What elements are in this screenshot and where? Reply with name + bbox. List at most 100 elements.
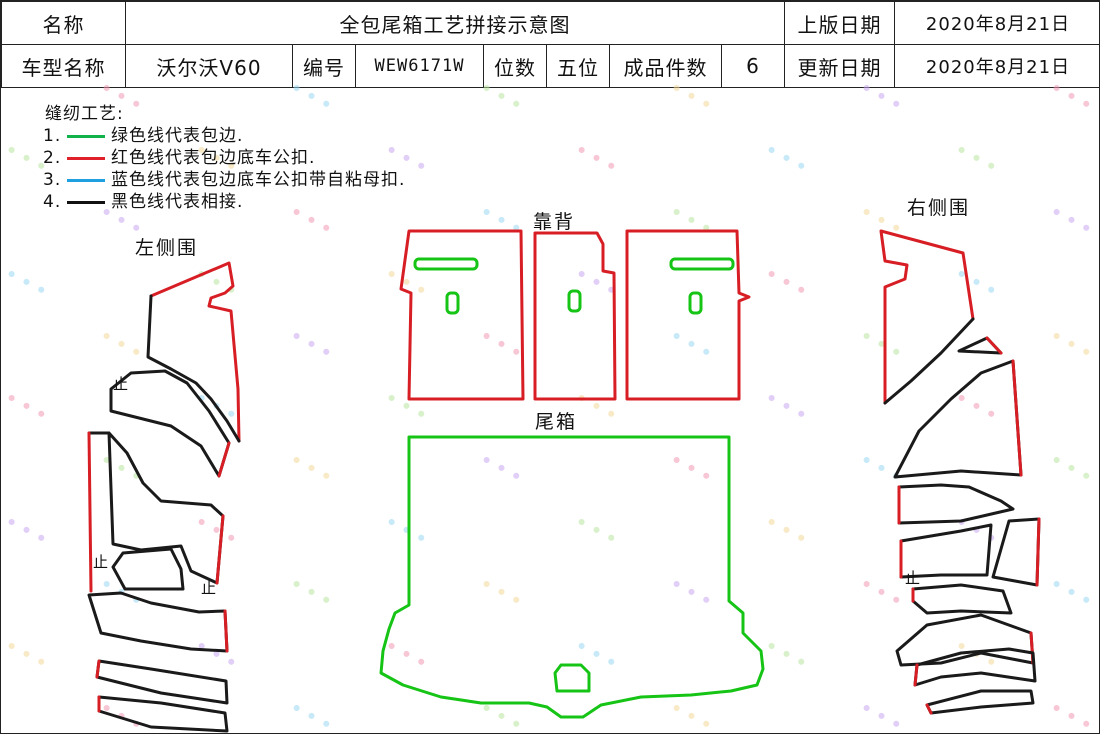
watermark-mark: • • •: [382, 388, 431, 427]
watermark-mark: • • •: [1047, 698, 1096, 733]
trunk-outline: [379, 435, 765, 719]
legend-item-number: 3.: [43, 170, 62, 190]
diagram-title: 全包尾箱工艺拼接示意图: [124, 1, 786, 45]
right-piece-5-red: [1035, 517, 1041, 587]
left-top-red-edge: [149, 261, 241, 443]
update-date: 2020年8月21日: [894, 44, 1100, 88]
watermark-mark: • • •: [762, 512, 811, 551]
watermark-mark: • • •: [762, 636, 811, 675]
watermark-mark: • • •: [2, 264, 51, 303]
right-piece-3: [897, 483, 1015, 525]
legend-item: 4. 黑色线代表相接.: [43, 191, 405, 213]
backrest-left-panel: [399, 229, 525, 401]
update-date-label: 更新日期: [784, 44, 896, 88]
watermark-mark: • • •: [762, 140, 811, 179]
left-side-panel: [87, 261, 241, 733]
legend-item-number: 2.: [43, 148, 62, 168]
watermark-mark: • • •: [667, 202, 716, 241]
watermark-mark: • • •: [952, 140, 1001, 179]
watermark-mark: • • •: [97, 698, 146, 733]
backrest-panels: [399, 229, 751, 401]
join-mark: 止: [93, 553, 108, 571]
diagram-canvas: • • • • • • • • • • • • • • • • • • • • • • • •…: [2, 85, 1096, 733]
info-table: 名称 全包尾箱工艺拼接示意图 上版日期 2020年8月21日 车型名称 沃尔沃V…: [1, 1, 1100, 88]
watermark-mark: • • •: [857, 326, 906, 365]
watermark-mark: • • •: [477, 450, 526, 489]
right-piece-9: [925, 689, 1035, 715]
name-label: 名称: [1, 1, 126, 45]
piece-count-value: 6: [720, 44, 786, 88]
watermark-mark: • • •: [477, 85, 526, 116]
piece-count-label: 成品件数: [609, 44, 722, 88]
code-value: WEW6171W: [355, 44, 484, 88]
right-piece-9-red: [925, 703, 933, 715]
model-name-label: 车型名称: [1, 44, 126, 88]
watermark-mark: • • •: [667, 574, 716, 613]
watermark-mark: • • •: [477, 326, 526, 365]
info-row-2: 车型名称 沃尔沃V60 编号 WEW6171W 位数 五位 成品件数 6 更新日…: [1, 44, 1100, 88]
legend-item-text: 红色线代表包边底车公扣.: [111, 148, 316, 168]
watermark-mark: • • •: [857, 574, 906, 613]
watermark-mark: • • •: [2, 512, 51, 551]
right-piece-5: [991, 517, 1041, 587]
join-mark: 止: [201, 579, 216, 597]
legend-item: 2. 红色线代表包边底车公扣.: [43, 147, 405, 169]
watermark-mark: • • •: [572, 512, 621, 551]
legend-item-number: 1.: [43, 126, 62, 146]
left-piece-3-inner: [111, 547, 185, 591]
watermark-mark: • • •: [1047, 85, 1096, 116]
watermark-mark: • • •: [477, 574, 526, 613]
right-top-black-seam: [883, 317, 975, 405]
trunk-label: 尾箱: [535, 411, 578, 433]
watermark-mark: • • •: [287, 574, 336, 613]
position-label: 位数: [483, 44, 547, 88]
watermark-mark: • • •: [572, 388, 621, 427]
backrest-right-hole: [688, 291, 703, 315]
right-slot-red: [985, 336, 1003, 355]
backrest-right-panel: [625, 229, 751, 401]
release-date-label: 上版日期: [784, 1, 896, 45]
watermark-mark: • • •: [287, 450, 336, 489]
left-piece-2: [109, 369, 231, 478]
watermark-mark: • • •: [857, 85, 906, 116]
watermark-mark: • • •: [762, 264, 811, 303]
left-piece-3: [87, 431, 225, 585]
watermark-mark: • • •: [192, 636, 241, 675]
right-piece-2: [893, 359, 1023, 479]
watermark-mark: • • •: [287, 698, 336, 733]
join-mark: 止: [905, 569, 920, 587]
right-top-red-edge: [879, 229, 975, 405]
legend-item-text: 绿色线代表包边.: [111, 126, 244, 146]
legend-item: 1. 绿色线代表包边.: [43, 125, 405, 147]
position-value: 五位: [546, 44, 610, 88]
watermark-mark: • • •: [572, 140, 621, 179]
trunk-handle-hole: [553, 663, 591, 693]
watermark-mark: • • •: [1047, 574, 1096, 613]
watermark-mark: • • •: [287, 326, 336, 365]
watermark-mark: • • •: [382, 636, 431, 675]
right-piece-2-red: [1011, 359, 1023, 477]
legend-item-text: 黑色线代表相接.: [111, 192, 244, 212]
legend-red-line-swatch: [67, 156, 105, 160]
right-side-label: 右侧围: [907, 197, 971, 219]
watermark-mark: • • •: [1047, 326, 1096, 365]
watermark-mark: • • •: [2, 636, 51, 675]
right-piece-6: [911, 583, 1013, 615]
watermark-mark: • • •: [667, 85, 716, 116]
left-piece-3-red: [87, 431, 225, 593]
backrest-left-slot: [413, 257, 479, 271]
info-row-1: 名称 全包尾箱工艺拼接示意图 上版日期 2020年8月21日: [1, 1, 1100, 45]
legend-item-number: 4.: [43, 192, 62, 212]
left-piece-5-red: [95, 659, 101, 679]
watermark-mark: • • •: [1047, 202, 1096, 241]
release-date: 2020年8月21日: [894, 1, 1100, 45]
watermark-mark: • • •: [382, 512, 431, 551]
watermark-mark: • • •: [667, 326, 716, 365]
watermark-mark: • • •: [97, 450, 146, 489]
left-piece-4-red: [223, 609, 229, 653]
code-label: 编号: [292, 44, 356, 88]
left-side-label: 左侧围: [135, 237, 199, 259]
right-side-panel: [879, 229, 1041, 715]
trunk-floor-panel: [379, 435, 765, 719]
